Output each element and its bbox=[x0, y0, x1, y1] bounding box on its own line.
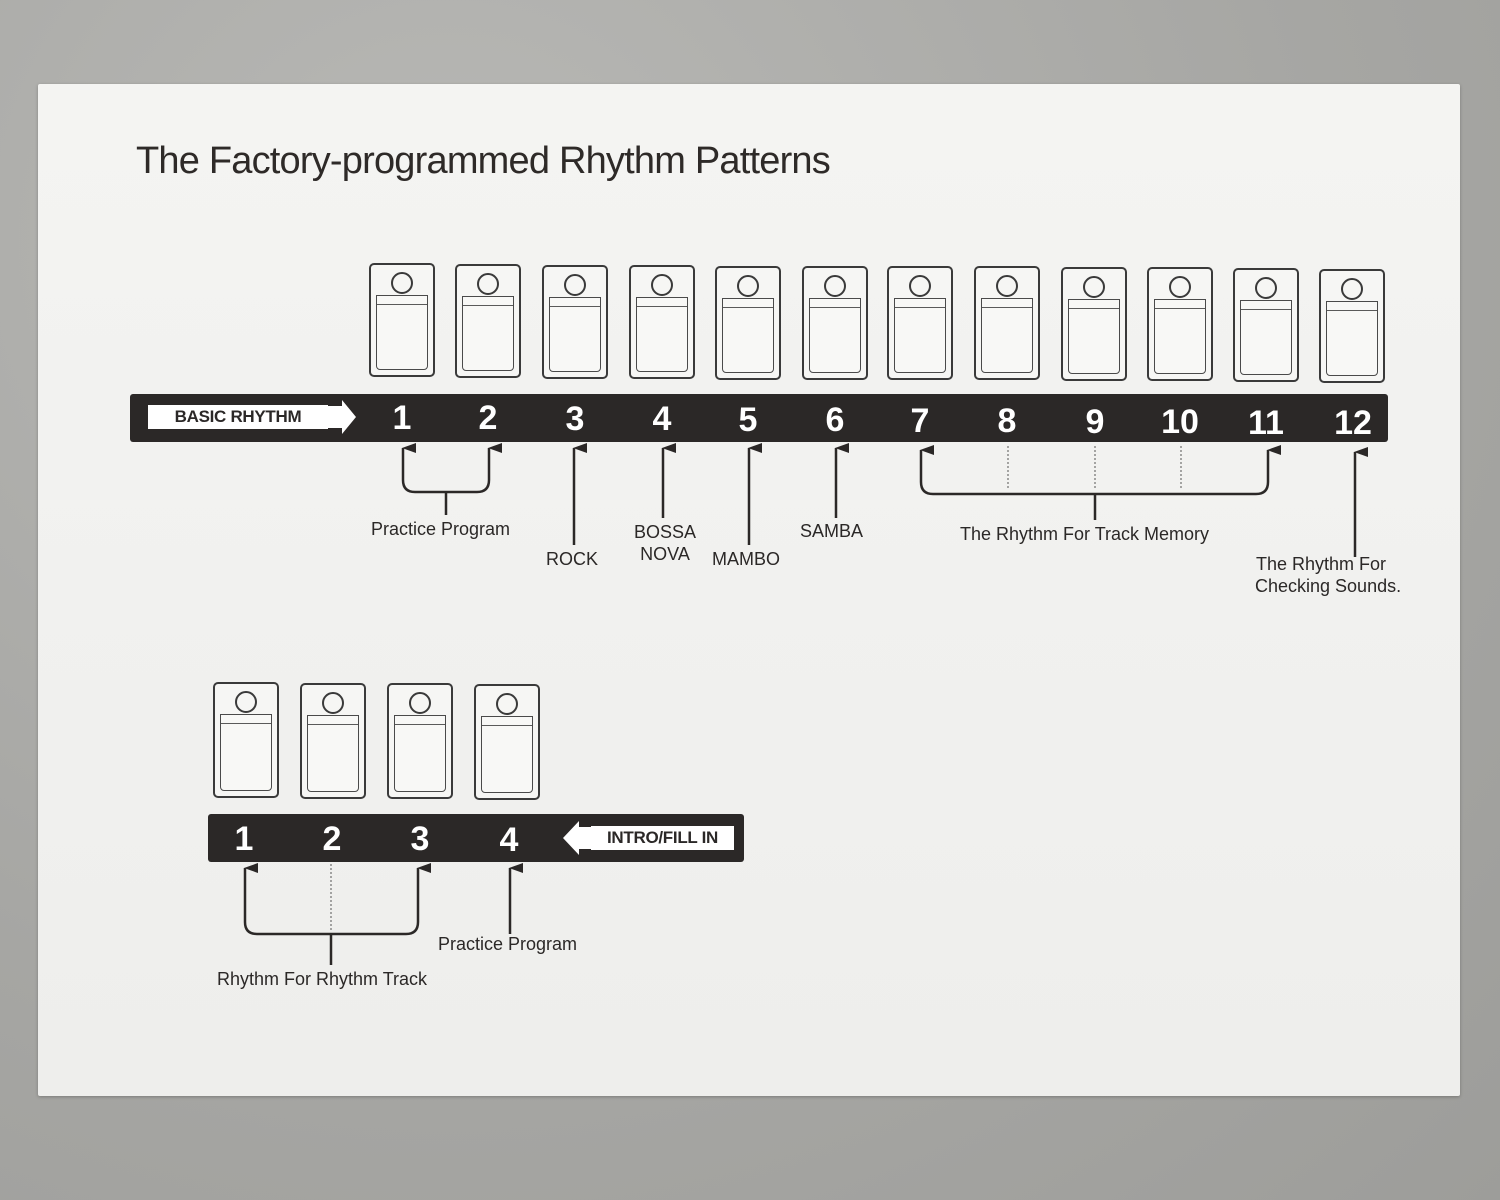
checking-sounds-label-line2: Checking Sounds. bbox=[1255, 576, 1402, 596]
basic-rhythm-key-7[interactable] bbox=[887, 266, 953, 380]
key-lamp-icon bbox=[996, 275, 1018, 297]
bossa-nova-label-line2: NOVA bbox=[640, 544, 690, 564]
bossa-nova-label-line1: BOSSA bbox=[633, 522, 697, 542]
intro-fill-number: 4 bbox=[499, 821, 519, 859]
basic-rhythm-number: 12 bbox=[1334, 404, 1372, 442]
manual-page bbox=[38, 84, 1460, 1096]
key-lamp-icon bbox=[496, 693, 518, 715]
key-lamp-icon bbox=[1255, 277, 1277, 299]
basic-rhythm-number: 5 bbox=[738, 401, 758, 439]
basic-rhythm-number: 1 bbox=[392, 399, 412, 437]
practice-program-label: Practice Program bbox=[371, 519, 511, 539]
basic-rhythm-number: 7 bbox=[910, 402, 930, 440]
basic-rhythm-number: 3 bbox=[565, 400, 585, 438]
key-lamp-icon bbox=[1169, 276, 1191, 298]
checking-sounds-label-line1: The Rhythm For bbox=[1256, 554, 1387, 574]
intro-fill-key-3[interactable] bbox=[387, 683, 453, 799]
key-lamp-icon bbox=[322, 692, 344, 714]
key-lamp-icon bbox=[391, 272, 413, 294]
key-lamp-icon bbox=[409, 692, 431, 714]
key-lamp-icon bbox=[824, 275, 846, 297]
key-lamp-icon bbox=[477, 273, 499, 295]
basic-rhythm-key-12[interactable] bbox=[1319, 269, 1385, 383]
track-memory-label: The Rhythm For Track Memory bbox=[960, 524, 1210, 544]
key-lamp-icon bbox=[1341, 278, 1363, 300]
samba-label: SAMBA bbox=[800, 521, 864, 541]
page-title: The Factory-programmed Rhythm Patterns bbox=[136, 140, 831, 182]
key-lamp-icon bbox=[1083, 276, 1105, 298]
basic-rhythm-number: 9 bbox=[1085, 403, 1105, 441]
key-lamp-icon bbox=[564, 274, 586, 296]
basic-rhythm-key-5[interactable] bbox=[715, 266, 781, 380]
basic-rhythm-key-2[interactable] bbox=[455, 264, 521, 378]
mambo-label: MAMBO bbox=[712, 549, 781, 569]
basic-rhythm-number: 6 bbox=[825, 401, 845, 439]
basic-rhythm-key-3[interactable] bbox=[542, 265, 608, 379]
basic-rhythm-number: 4 bbox=[652, 400, 672, 438]
intro-fill-number: 3 bbox=[410, 820, 430, 858]
basic-rhythm-key-11[interactable] bbox=[1233, 268, 1299, 382]
basic-rhythm-number: 8 bbox=[997, 402, 1017, 440]
basic-rhythm-number: 2 bbox=[478, 399, 498, 437]
basic-rhythm-number: 10 bbox=[1161, 403, 1199, 441]
basic-rhythm-key-9[interactable] bbox=[1061, 267, 1127, 381]
rhythm-track-label: Rhythm For Rhythm Track bbox=[217, 969, 428, 989]
intro-practice-program-label: Practice Program bbox=[438, 934, 578, 954]
intro-fill-key-2[interactable] bbox=[300, 683, 366, 799]
rock-label: ROCK bbox=[546, 549, 599, 569]
basic-rhythm-key-8[interactable] bbox=[974, 266, 1040, 380]
basic-rhythm-key-10[interactable] bbox=[1147, 267, 1213, 381]
key-lamp-icon bbox=[235, 691, 257, 713]
basic-rhythm-number: 11 bbox=[1248, 404, 1284, 442]
intro-fill-key-1[interactable] bbox=[213, 682, 279, 798]
key-lamp-icon bbox=[737, 275, 759, 297]
basic-rhythm-key-1[interactable] bbox=[369, 263, 435, 377]
intro-fill-number: 1 bbox=[234, 820, 254, 858]
key-lamp-icon bbox=[909, 275, 931, 297]
key-lamp-icon bbox=[651, 274, 673, 296]
basic-rhythm-key-4[interactable] bbox=[629, 265, 695, 379]
intro-fill-number: 2 bbox=[322, 820, 342, 858]
intro-fill-key-4[interactable] bbox=[474, 684, 540, 800]
basic-rhythm-key-6[interactable] bbox=[802, 266, 868, 380]
basic-rhythm-label: BASIC RHYTHM bbox=[148, 405, 328, 429]
intro-fill-label: INTRO/FILL IN bbox=[591, 826, 734, 850]
